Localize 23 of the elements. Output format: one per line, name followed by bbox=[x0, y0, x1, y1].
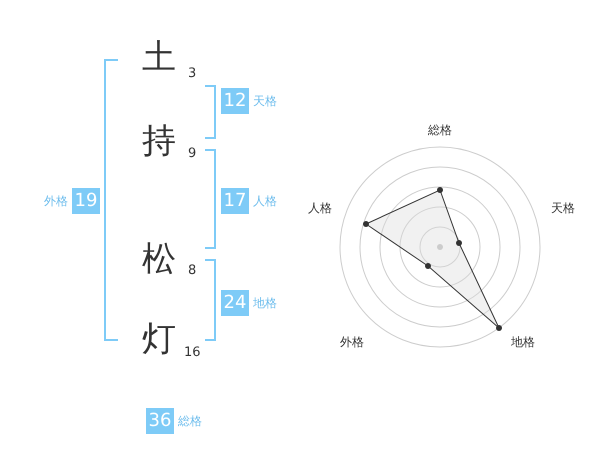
badge-caption: 天格 bbox=[253, 95, 277, 107]
badge-caption: 外格 bbox=[44, 195, 68, 207]
stroke-count: 3 bbox=[188, 67, 196, 80]
stroke-count: 16 bbox=[184, 346, 201, 359]
number-badge: 36 bbox=[146, 408, 174, 434]
name-character: 松 bbox=[142, 242, 176, 276]
name-character: 灯 bbox=[142, 322, 176, 356]
stroke-count: 9 bbox=[188, 147, 196, 160]
axis-label: 地格 bbox=[511, 336, 535, 348]
badge-caption: 地格 bbox=[253, 297, 277, 309]
axis-label: 総格 bbox=[428, 124, 452, 136]
badge-caption: 人格 bbox=[253, 195, 277, 207]
number-badge: 17 bbox=[221, 188, 249, 214]
name-character: 持 bbox=[142, 124, 176, 158]
stroke-count: 8 bbox=[188, 264, 196, 277]
number-badge: 12 bbox=[221, 88, 249, 114]
number-badge: 24 bbox=[221, 290, 249, 316]
axis-label: 外格 bbox=[340, 336, 364, 348]
name-character: 土 bbox=[142, 40, 176, 74]
axis-label: 天格 bbox=[551, 202, 575, 214]
badge-caption: 総格 bbox=[178, 415, 202, 427]
number-badge: 19 bbox=[72, 188, 100, 214]
axis-label: 人格 bbox=[308, 202, 332, 214]
